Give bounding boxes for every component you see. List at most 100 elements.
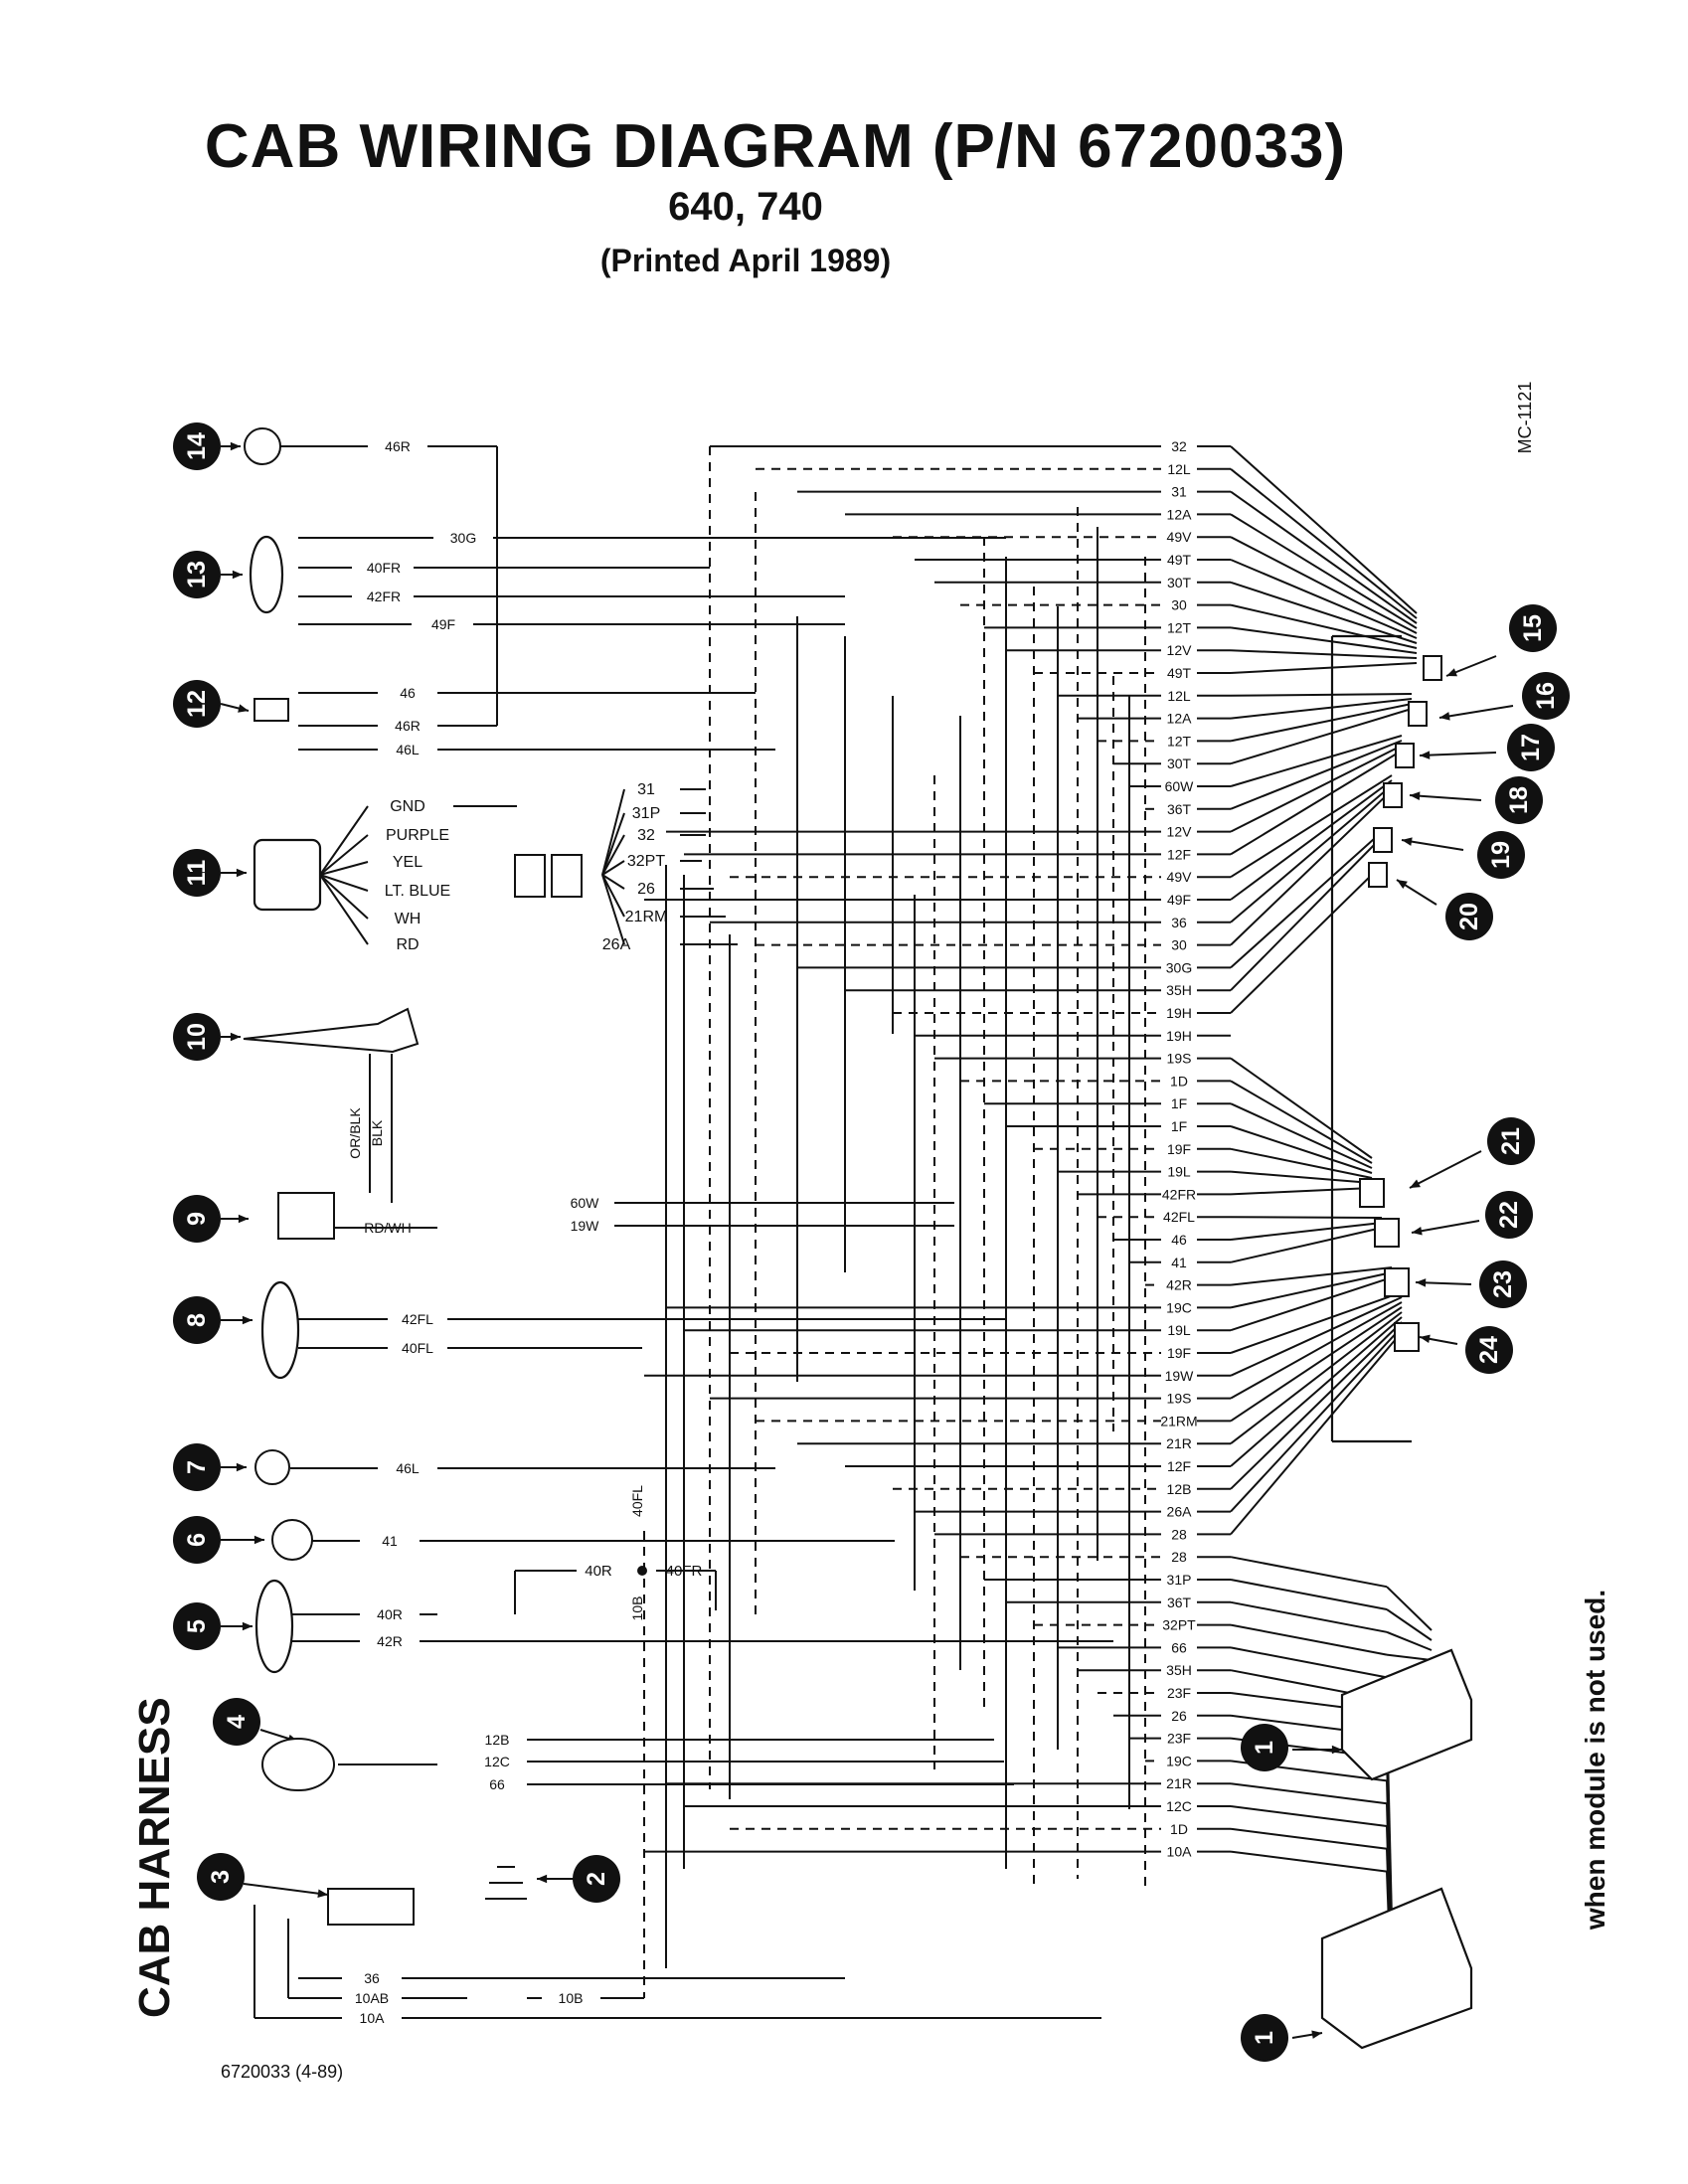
connector-plug xyxy=(1423,655,1442,681)
wire-label: 10AB xyxy=(355,1990,389,2006)
wire-label: 40FL xyxy=(629,1485,645,1517)
wire-label: 19S xyxy=(1167,1051,1192,1067)
badge-number: 12 xyxy=(183,690,211,718)
wire-label: 10A xyxy=(1167,1844,1193,1860)
wire-label: 1F xyxy=(1171,1095,1187,1111)
badge-circle xyxy=(1241,1724,1288,1771)
component-number-badge: 23 xyxy=(1479,1260,1527,1308)
wire-label: 19W xyxy=(1165,1368,1195,1384)
wire xyxy=(1230,536,1418,634)
wire xyxy=(1230,1296,1403,1377)
wire-label: 26A xyxy=(602,936,631,953)
badge-circle xyxy=(173,680,221,728)
wire-label: 12A xyxy=(1167,711,1193,727)
wire xyxy=(1230,649,1418,659)
wire xyxy=(319,874,369,945)
arrow-head xyxy=(1446,668,1457,677)
component-number-badge: 19 xyxy=(1477,831,1525,879)
relay-module xyxy=(1340,1648,1473,1781)
bulb xyxy=(254,1449,290,1485)
wire-label: 40R xyxy=(585,1563,612,1580)
badge-number: 14 xyxy=(183,432,211,460)
wire xyxy=(1230,740,1403,810)
wire xyxy=(1230,626,1418,654)
key-switch xyxy=(327,1888,415,1926)
component-number-badge: 8 xyxy=(173,1296,221,1344)
horn xyxy=(271,1519,313,1561)
wire xyxy=(1230,1850,1388,1873)
wire-label: 26 xyxy=(637,881,655,898)
wire xyxy=(1386,1586,1433,1631)
junction-dot xyxy=(637,1566,647,1576)
wire-label: PURPLE xyxy=(386,827,449,844)
wire xyxy=(243,1883,329,1896)
wire-label: 12B xyxy=(485,1732,510,1748)
arrow-head xyxy=(1397,880,1408,890)
wire-label: 32 xyxy=(637,827,655,844)
badge-circle xyxy=(573,1855,620,1903)
arrow-head xyxy=(1410,791,1421,800)
wire-label: 42FL xyxy=(402,1311,433,1327)
wire-label: 12F xyxy=(1167,846,1191,862)
wire xyxy=(1230,1276,1393,1332)
arrow-head xyxy=(1416,1278,1427,1287)
connector-plug xyxy=(551,854,583,898)
wire-label: 1D xyxy=(1170,1073,1188,1089)
wire xyxy=(1230,1170,1373,1184)
badge-number: 24 xyxy=(1475,1336,1503,1364)
wire xyxy=(1230,1125,1373,1174)
wire xyxy=(1230,1556,1388,1589)
component-number-badge: 6 xyxy=(173,1516,221,1564)
badge-circle xyxy=(1522,672,1570,720)
arrow-head xyxy=(230,1032,241,1042)
wire-label: 1F xyxy=(1171,1118,1187,1134)
relay-module xyxy=(1320,1887,1473,2050)
badge-number: 3 xyxy=(207,1870,235,1884)
wire xyxy=(1230,1306,1403,1423)
wire-label: 66 xyxy=(1171,1639,1187,1655)
wire xyxy=(1386,1653,1433,1661)
wire-label: 42R xyxy=(1166,1277,1192,1293)
component-number-badge: 20 xyxy=(1445,893,1493,940)
wire-label: 36T xyxy=(1167,801,1192,817)
ignition-switch xyxy=(261,1738,335,1791)
wire xyxy=(319,805,369,876)
wire-label: 49F xyxy=(1167,892,1191,908)
wire xyxy=(1230,1222,1383,1241)
badge-circle xyxy=(1507,724,1555,771)
arrow-head xyxy=(1420,1334,1431,1344)
badge-circle xyxy=(1465,1326,1513,1374)
connector-plug xyxy=(1384,1267,1410,1297)
badge-number: 13 xyxy=(183,561,211,588)
wire xyxy=(601,834,625,876)
harness-label: CAB HARNESS xyxy=(130,1697,179,2018)
badge-circle xyxy=(173,1602,221,1650)
arrow-head xyxy=(317,1889,328,1898)
wire-label: 19S xyxy=(1167,1391,1192,1407)
wire-label: 12C xyxy=(1166,1798,1192,1814)
wire xyxy=(1230,513,1418,629)
connector-plug xyxy=(1359,1178,1385,1208)
wire xyxy=(601,788,625,876)
wire xyxy=(1230,1579,1388,1610)
wire xyxy=(1230,1331,1403,1536)
badge-circle xyxy=(173,1195,221,1243)
badge-circle xyxy=(1477,831,1525,879)
badge-number: 21 xyxy=(1497,1127,1525,1155)
badge-number: 11 xyxy=(183,860,211,887)
badge-circle xyxy=(1495,776,1543,824)
component-number-badge: 21 xyxy=(1487,1117,1535,1165)
wire-label: 40FL xyxy=(402,1340,433,1356)
wire xyxy=(319,834,369,876)
arrow-head xyxy=(1410,1179,1421,1188)
wire xyxy=(1230,1147,1373,1179)
bulb xyxy=(244,427,281,465)
wire-label: 60W xyxy=(571,1195,600,1211)
wire-label: 12B xyxy=(1167,1481,1192,1497)
wire xyxy=(1409,1150,1482,1189)
badge-number: 5 xyxy=(183,1619,211,1633)
flasher xyxy=(277,1192,335,1240)
wire xyxy=(1230,1227,1383,1263)
badge-circle xyxy=(1479,1260,1527,1308)
component-number-badge: 5 xyxy=(173,1602,221,1650)
